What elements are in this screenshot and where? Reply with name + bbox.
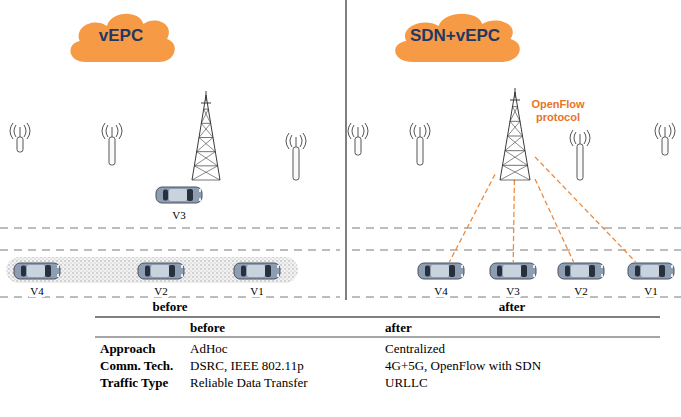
tower-symbol <box>500 88 530 180</box>
vehicle: V4 <box>416 262 466 294</box>
vehicle-label: V2 <box>153 285 168 297</box>
tower-shape <box>495 88 535 182</box>
wireless-link <box>535 179 574 262</box>
antenna-symbol <box>286 133 306 180</box>
antenna-symbol <box>348 123 368 155</box>
wireless-link <box>449 174 495 262</box>
car-symbol <box>628 263 674 279</box>
row-header: Comm. Tech. <box>100 358 173 373</box>
tower-symbol <box>192 91 220 180</box>
vehicle-label: V1 <box>249 285 264 297</box>
car-symbol <box>14 263 60 279</box>
antennas <box>10 91 675 180</box>
row-header: Traffic Type <box>100 375 168 390</box>
table-rule <box>95 317 660 318</box>
car-shape <box>557 262 605 280</box>
car-symbol <box>156 187 202 203</box>
wireless-link <box>513 180 514 262</box>
platoon-band <box>6 257 298 283</box>
car-shape <box>417 262 465 280</box>
vehicle: V3 <box>154 186 204 218</box>
base-station: OpenFlow protocol <box>495 92 535 180</box>
antenna-symbol <box>410 123 430 165</box>
vehicle: V2 <box>136 262 186 294</box>
panel-caption: after <box>499 299 526 314</box>
vehicle: V1 <box>626 262 676 294</box>
vehicle-label: V1 <box>643 285 658 297</box>
car-symbol <box>138 263 184 279</box>
car-shape <box>13 262 61 280</box>
core-cloud: vEPC <box>62 6 180 66</box>
antenna-symbol <box>102 123 122 165</box>
table-cell: AdHoc <box>190 341 228 356</box>
table-cell: URLLC <box>385 375 428 390</box>
road-lanes <box>0 228 681 297</box>
antenna-symbol <box>655 123 675 155</box>
car-shape <box>627 262 675 280</box>
cloud-label: vEPC <box>99 26 143 46</box>
car-shape <box>489 262 537 280</box>
panel-caption: before <box>152 299 187 314</box>
wireless-link <box>535 157 636 262</box>
antenna-symbol <box>570 130 590 180</box>
panel-divider <box>346 0 347 300</box>
table-cell: 4G+5G, OpenFlow with SDN <box>385 358 541 373</box>
vehicle: V1 <box>232 262 282 294</box>
table-cell: DSRC, IEEE 802.11p <box>190 358 304 373</box>
vehicle-label: V4 <box>433 285 448 297</box>
car-shape <box>137 262 185 280</box>
car-shape <box>155 186 203 204</box>
table-cell: Reliable Data Transfer <box>190 375 308 390</box>
car-symbol <box>558 263 604 279</box>
vehicle-label: V3 <box>171 209 186 221</box>
protocol-label: OpenFlow protocol <box>527 98 589 124</box>
core-cloud: SDN+vEPC <box>385 6 526 66</box>
car-symbol <box>418 263 464 279</box>
table-header: before <box>190 320 225 335</box>
vehicle: V2 <box>556 262 606 294</box>
car-shape <box>233 262 281 280</box>
car-symbol <box>234 263 280 279</box>
vehicle: V3 <box>488 262 538 294</box>
vehicle-label: V4 <box>29 285 44 297</box>
car-symbol <box>490 263 536 279</box>
antenna-symbol <box>10 123 30 152</box>
vehicle: V4 <box>12 262 62 294</box>
row-header: Approach <box>100 341 155 356</box>
table-header: after <box>385 320 412 335</box>
vehicle-label: V3 <box>505 285 520 297</box>
vehicle-label: V2 <box>573 285 588 297</box>
cloud-label: SDN+vEPC <box>410 26 500 46</box>
table-rule <box>95 337 660 338</box>
table-cell: Centralized <box>385 341 445 356</box>
